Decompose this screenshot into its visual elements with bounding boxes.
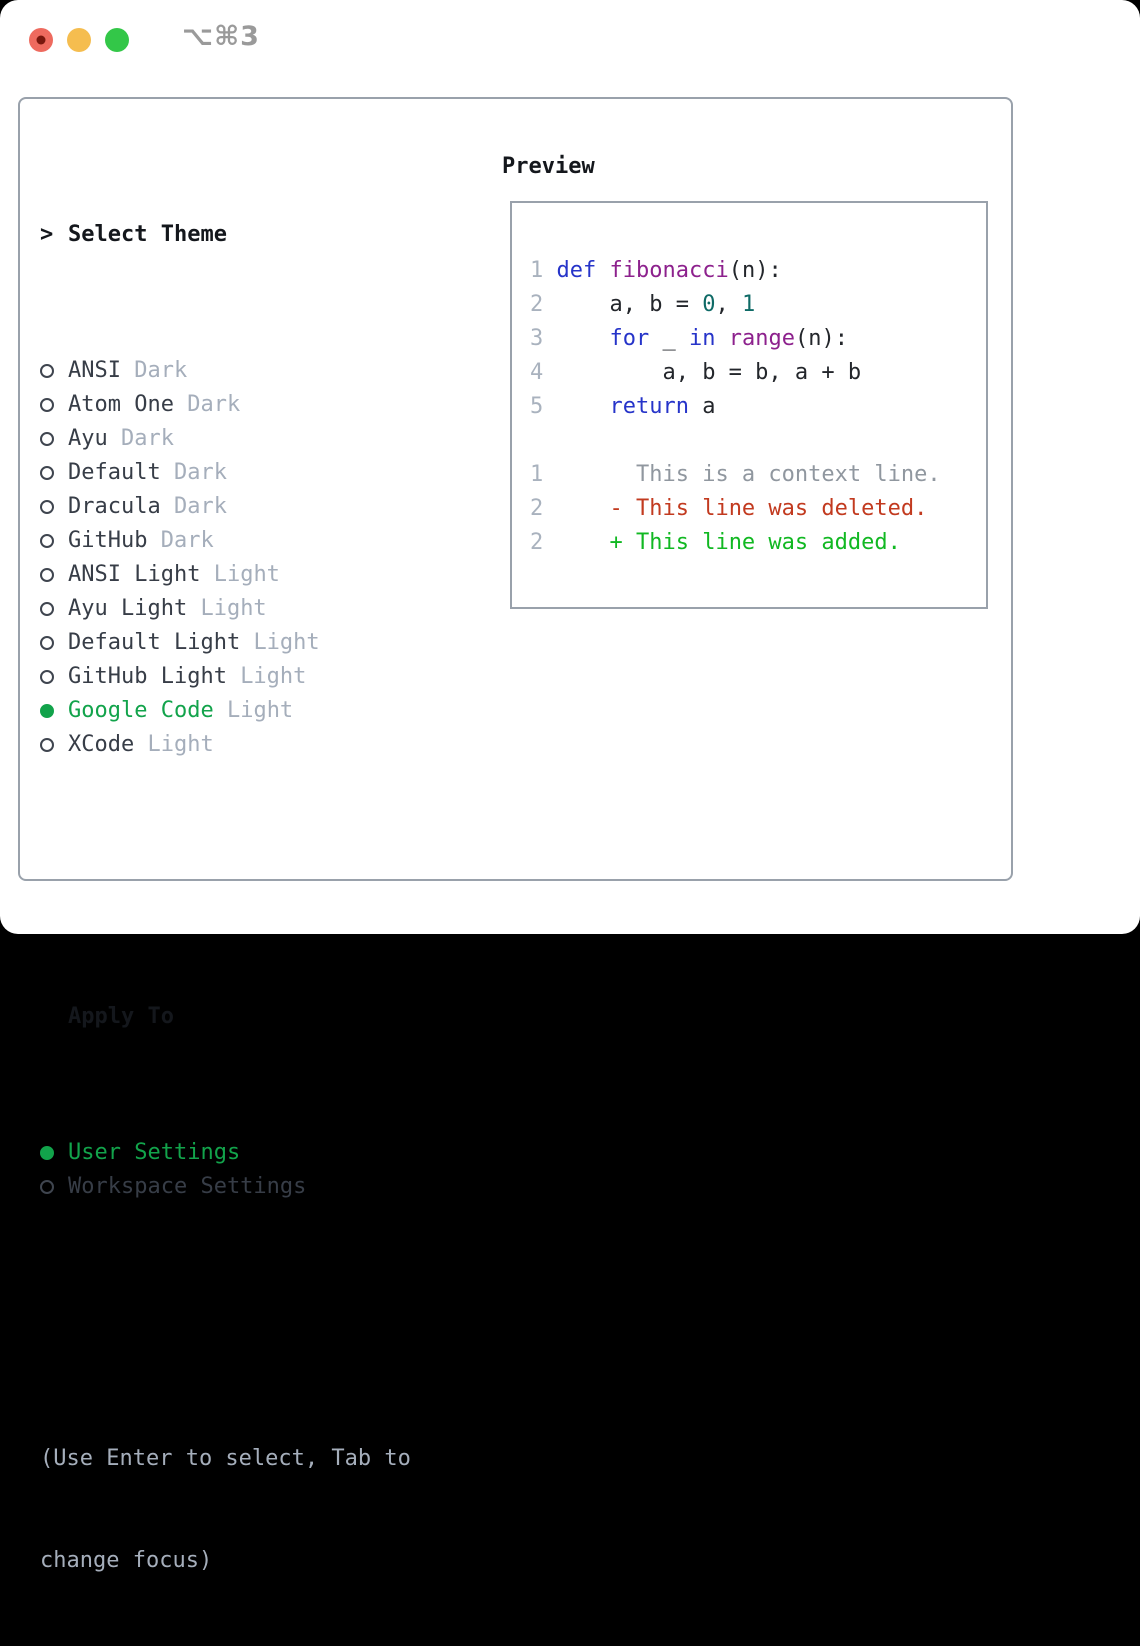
theme-option-dracula[interactable]: Dracula Dark <box>40 490 411 524</box>
radio-icon <box>40 534 68 548</box>
spacer <box>40 864 411 898</box>
theme-option-google-code[interactable]: Google Code Light <box>40 694 411 728</box>
apply-option-label: Workspace Settings <box>68 1174 307 1199</box>
radio-icon <box>40 432 68 446</box>
theme-variant: Light <box>213 562 280 587</box>
prompt-icon: > <box>40 222 54 247</box>
radio-icon <box>40 670 68 684</box>
radio-circle <box>40 1180 54 1194</box>
theme-option-github-light[interactable]: GitHub Light Light <box>40 660 411 694</box>
theme-variant: Dark <box>187 392 241 417</box>
radio-icon <box>40 636 68 650</box>
radio-icon <box>40 1180 68 1194</box>
code-line: 2 a, b = 0, 1 <box>530 292 756 317</box>
theme-option-default[interactable]: Default Dark <box>40 456 411 490</box>
help-text-line-2: change focus) <box>40 1548 213 1573</box>
theme-variant: Dark <box>134 358 188 383</box>
theme-variant: Dark <box>160 528 214 553</box>
theme-name: ANSI <box>68 358 135 383</box>
radio-selected-icon <box>40 704 68 718</box>
radio-icon <box>40 364 68 378</box>
theme-option-ayu[interactable]: Ayu Dark <box>40 422 411 456</box>
preview-pane: 1 def fibonacci(n): 2 a, b = 0, 1 3 for … <box>510 201 988 609</box>
radio-circle <box>40 466 54 480</box>
minimize-button[interactable] <box>67 28 91 52</box>
spacer <box>40 1306 411 1340</box>
theme-option-ayu-light[interactable]: Ayu Light Light <box>40 592 411 626</box>
theme-variant: Dark <box>173 494 227 519</box>
theme-name: Atom One <box>68 392 188 417</box>
code-line: 1 def fibonacci(n): <box>530 258 782 283</box>
theme-name: Ayu Light <box>68 596 201 621</box>
theme-name: Dracula <box>68 494 174 519</box>
theme-name: ANSI Light <box>68 562 214 587</box>
preview-title: Preview <box>502 154 595 179</box>
maximize-button[interactable] <box>105 28 129 52</box>
theme-variant: Light <box>200 596 267 621</box>
record-dot-icon <box>36 35 46 45</box>
radio-circle <box>40 602 54 616</box>
theme-option-ansi[interactable]: ANSI Dark <box>40 354 411 388</box>
theme-list-title: Select Theme <box>68 222 227 247</box>
theme-variant: Light <box>226 698 294 723</box>
theme-name: Default Light <box>68 630 254 655</box>
theme-option-ansi-light[interactable]: ANSI Light Light <box>40 558 411 592</box>
theme-name: Google Code <box>68 698 227 723</box>
theme-option-xcode[interactable]: XCode Light <box>40 728 411 762</box>
radio-circle <box>40 636 54 650</box>
help-text-line-1: (Use Enter to select, Tab to <box>40 1446 411 1471</box>
code-line: 3 for _ in range(n): <box>530 326 848 351</box>
radio-icon <box>40 568 68 582</box>
theme-variant: Light <box>240 664 307 689</box>
radio-circle <box>40 1146 54 1160</box>
code-line: 1 This is a context line. <box>530 462 941 487</box>
code-line: 2 - This line was deleted. <box>530 496 928 521</box>
radio-circle <box>40 398 54 412</box>
code-line: 5 return a <box>530 394 716 419</box>
radio-circle <box>40 568 54 582</box>
theme-name: XCode <box>68 732 148 757</box>
select-theme-header: > Select Theme <box>40 218 411 252</box>
code-preview: 1 def fibonacci(n): 2 a, b = 0, 1 3 for … <box>512 203 986 560</box>
close-button[interactable] <box>29 28 53 52</box>
radio-icon <box>40 500 68 514</box>
radio-circle <box>40 704 54 718</box>
theme-name: Default <box>68 460 174 485</box>
code-line: 2 + This line was added. <box>530 530 901 555</box>
radio-circle <box>40 500 54 514</box>
theme-option-github[interactable]: GitHub Dark <box>40 524 411 558</box>
radio-icon <box>40 398 68 412</box>
radio-circle <box>40 738 54 752</box>
apply-option-workspace-settings[interactable]: Workspace Settings <box>40 1170 411 1204</box>
radio-circle <box>40 670 54 684</box>
radio-selected-icon <box>40 1146 68 1160</box>
apply-option-user-settings[interactable]: User Settings <box>40 1136 411 1170</box>
apply-option-label: User Settings <box>68 1140 241 1165</box>
theme-option-default-light[interactable]: Default Light Light <box>40 626 411 660</box>
theme-variant: Dark <box>173 460 227 485</box>
theme-variant: Dark <box>120 426 174 451</box>
theme-name: Ayu <box>68 426 121 451</box>
radio-circle <box>40 432 54 446</box>
theme-option-atom-one[interactable]: Atom One Dark <box>40 388 411 422</box>
theme-variant: Light <box>253 630 320 655</box>
window-shortcut-label: ⌥⌘3 <box>182 21 260 52</box>
traffic-lights <box>29 28 129 52</box>
radio-circle <box>40 534 54 548</box>
radio-icon <box>40 738 68 752</box>
theme-name: GitHub <box>68 528 161 553</box>
radio-icon <box>40 466 68 480</box>
theme-name: GitHub Light <box>68 664 241 689</box>
radio-circle <box>40 364 54 378</box>
theme-variant: Light <box>147 732 214 757</box>
radio-icon <box>40 602 68 616</box>
apply-to-header: Apply To <box>40 1000 411 1034</box>
code-line: 4 a, b = b, a + b <box>530 360 862 385</box>
apply-to-title: Apply To <box>68 1004 174 1029</box>
